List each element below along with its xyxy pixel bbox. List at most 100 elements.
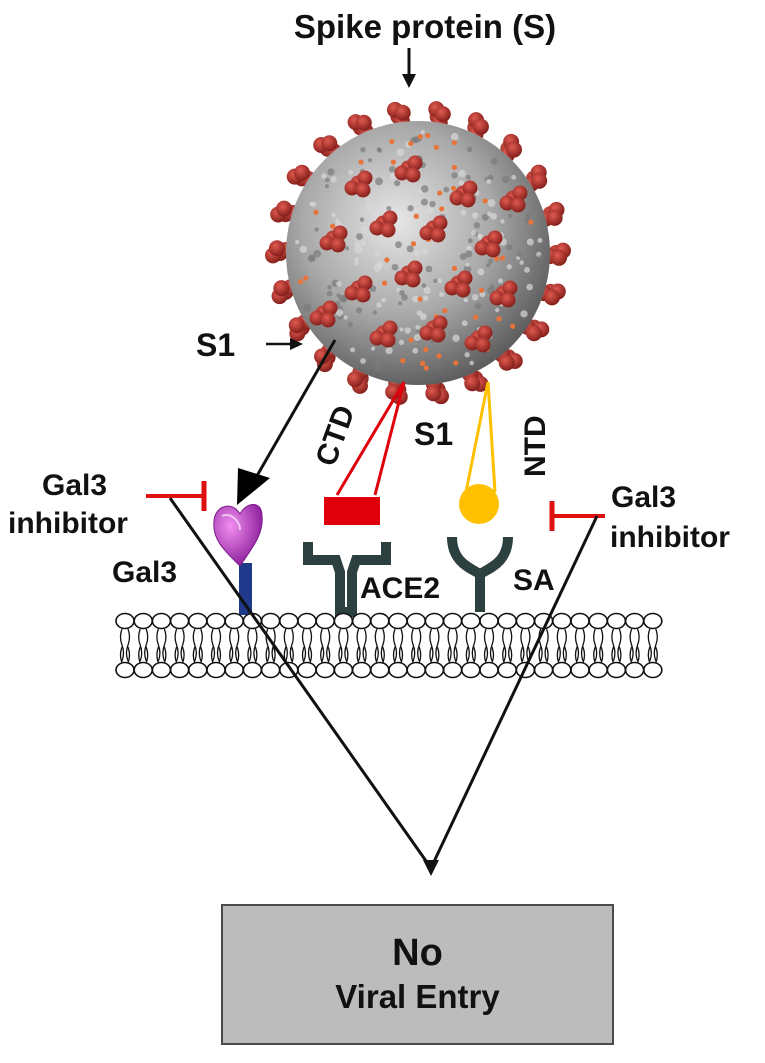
lipid-head	[606, 612, 627, 630]
ntd-label: NTD	[519, 415, 552, 477]
s1-right-label: S1	[414, 416, 453, 452]
ctd-domain	[324, 381, 406, 525]
s1-pointer-arrow	[266, 338, 303, 350]
lipid-head	[388, 661, 408, 679]
inhibition-pathway-arrows	[168, 497, 599, 876]
gal3-inhibitor-right-line2: inhibitor	[610, 521, 730, 554]
lipid-head	[115, 661, 135, 679]
lipid-head	[588, 612, 609, 630]
lipid-head	[260, 612, 281, 630]
spike-protein	[369, 210, 398, 238]
lipid-head	[479, 661, 499, 679]
lipid-head	[388, 612, 408, 630]
lipid-head	[369, 661, 390, 679]
spike-protein	[474, 230, 503, 258]
lipid-head	[642, 612, 663, 630]
virus-surface-texture	[294, 130, 543, 371]
spike-protein	[394, 260, 423, 288]
lipid-head	[315, 612, 336, 630]
lipid-head	[570, 612, 590, 630]
lipid-head	[224, 612, 244, 630]
spike-protein	[386, 101, 411, 130]
lipid-head	[151, 661, 172, 679]
lipid-head	[515, 612, 536, 630]
lipid-head	[624, 661, 645, 679]
gal3-head	[213, 504, 263, 567]
lipid-head	[278, 612, 299, 630]
cell-membrane-bilayer	[115, 612, 663, 679]
spike-protein	[519, 318, 550, 342]
coronavirus-particle	[265, 101, 571, 405]
lipid-head	[115, 612, 135, 630]
lipid-head	[206, 612, 226, 630]
ace2-receptor	[303, 542, 391, 617]
gal3-label: Gal3	[112, 556, 177, 589]
spike-pointer-arrow	[402, 48, 416, 88]
lipid-head	[133, 661, 153, 679]
sa-receptor	[447, 536, 513, 612]
s1-gal3-binding-arrow	[237, 339, 337, 505]
spike-protein	[464, 325, 493, 353]
lipid-head	[624, 612, 645, 630]
lipid-head	[551, 612, 572, 630]
lipid-head	[406, 661, 427, 679]
lipid-head	[533, 661, 554, 679]
spike-protein	[286, 164, 317, 188]
lipid-head	[351, 612, 372, 630]
lipid-head	[315, 661, 336, 679]
result-subtitle: Viral Entry	[335, 977, 500, 1015]
lipid-head	[551, 661, 572, 679]
sa-label: SA	[513, 564, 555, 597]
ctd-binding-block	[324, 497, 380, 525]
gal3-inhibitor-left-line1: Gal3	[42, 469, 107, 502]
lipid-head	[588, 661, 609, 679]
ntd-domain	[459, 381, 499, 524]
ntd-binding-ball	[459, 484, 499, 524]
lipid-head	[424, 612, 445, 630]
gal3-inhibitor-right-symbol	[549, 501, 605, 531]
spike-protein	[444, 270, 473, 298]
spike-protein	[344, 170, 373, 198]
lipid-head	[497, 661, 518, 679]
spike-protein	[425, 376, 450, 405]
lipid-head	[297, 661, 317, 679]
lipid-head	[460, 661, 481, 679]
lipid-head	[351, 661, 372, 679]
lipid-head	[133, 612, 153, 630]
lipid-head	[151, 612, 172, 630]
lipid-head	[497, 612, 518, 630]
lipid-head	[442, 612, 463, 630]
lipid-head	[606, 661, 627, 679]
lipid-head	[224, 661, 244, 679]
lipid-head	[260, 661, 281, 679]
lipid-head	[333, 612, 354, 630]
lipid-head	[188, 612, 208, 630]
spike-protein	[319, 225, 348, 253]
ace2-label: ACE2	[360, 572, 440, 605]
lipid-head	[642, 661, 663, 679]
spike-protein	[499, 185, 528, 213]
gal3-inhibitor-right-line1: Gal3	[611, 481, 676, 514]
spike-protein	[394, 155, 423, 183]
gal3-inhibitor-left-line2: inhibitor	[8, 507, 128, 540]
spike-protein	[344, 275, 373, 303]
spike-protein	[449, 180, 478, 208]
spike-protein	[419, 215, 448, 243]
lipid-head	[188, 661, 208, 679]
ctd-label: CTD	[310, 401, 362, 470]
lipid-head	[169, 612, 190, 630]
lipid-head	[442, 661, 463, 679]
lipid-head	[369, 612, 390, 630]
spike-protein	[369, 320, 398, 348]
lipid-head	[460, 612, 481, 630]
lipid-head	[242, 661, 263, 679]
lipid-head	[333, 661, 354, 679]
gal3-inhibitor-left-symbol	[146, 481, 207, 511]
s1-left-label: S1	[196, 327, 235, 363]
lipid-head	[570, 661, 590, 679]
lipid-head	[297, 612, 317, 630]
result-title: No	[392, 931, 443, 974]
lipid-head	[424, 661, 445, 679]
spike-protein	[419, 315, 448, 343]
